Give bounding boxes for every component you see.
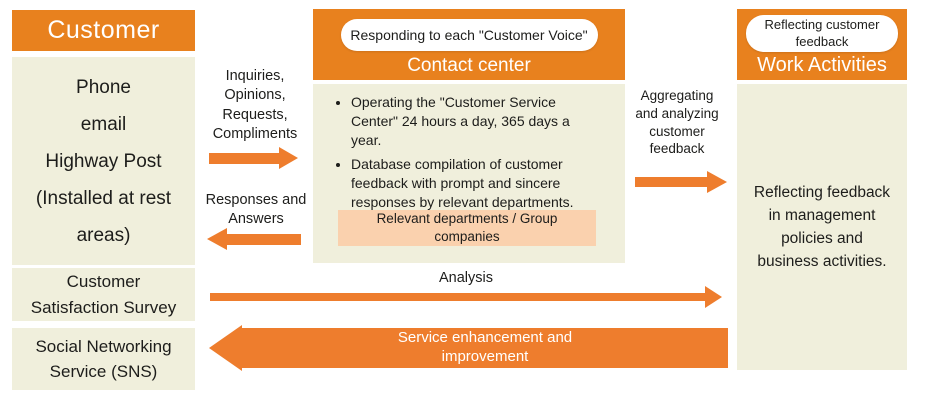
customer-voice-pill: Responding to each "Customer Voice" [340, 19, 598, 51]
aggregating-label: Aggregating and analyzing customer feedb… [635, 88, 719, 157]
channel-phone: Phone [76, 76, 131, 98]
arrow-shaft [635, 177, 707, 187]
arrow-head [207, 228, 227, 250]
customer-satisfaction-survey-box: Customer Satisfaction Survey [12, 268, 195, 321]
relevant-departments-box: Relevant departments / Group companies [338, 210, 596, 246]
arrow-shaft: Service enhancement and improvement [242, 328, 728, 368]
work-activities-text: Reflecting feedback in management polici… [753, 183, 891, 271]
responses-arrow-left-icon [207, 228, 301, 250]
channel-highway-post-note: (Installed at rest areas) [35, 187, 172, 246]
arrow-head [707, 171, 727, 193]
work-activities-body: Reflecting feedback in management polici… [737, 84, 907, 370]
contact-center-body: Operating the "Customer Service Center" … [313, 84, 625, 263]
customer-channels-box: Phone email Highway Post (Installed at r… [12, 57, 195, 265]
arrow-head [705, 286, 722, 308]
channel-highway-post: Highway Post [45, 150, 162, 172]
contact-center-title: Contact center [407, 55, 531, 76]
contact-center-header: Responding to each "Customer Voice" Cont… [313, 9, 625, 80]
service-enhancement-arrow-left-icon: Service enhancement and improvement [209, 325, 728, 371]
work-activities-title: Work Activities [757, 54, 887, 77]
arrow-shaft [209, 153, 279, 164]
aggregating-arrow-right-icon [635, 171, 727, 193]
customer-header: Customer [12, 10, 195, 51]
analysis-label: Analysis [439, 270, 493, 286]
inquiries-label: Inquiries, Opinions, Requests, Complimen… [212, 68, 298, 142]
work-activities-header: Reflecting customer feedback Work Activi… [737, 9, 907, 80]
bullet-database: Database compilation of customer feedbac… [351, 155, 593, 212]
contact-center-bullet-list: Operating the "Customer Service Center" … [335, 93, 599, 212]
service-enhancement-label: Service enhancement and improvement [397, 329, 573, 365]
arrow-head [209, 325, 242, 371]
responses-label: Responses and Answers [205, 192, 307, 228]
inquiries-arrow-right-icon [209, 147, 298, 170]
bullet-operating: Operating the "Customer Service Center" … [351, 93, 593, 150]
sns-box: Social Networking Service (SNS) [12, 328, 195, 390]
arrow-shaft [227, 233, 301, 245]
arrow-shaft [210, 293, 705, 301]
arrow-head [279, 147, 298, 169]
analysis-arrow-right-icon [210, 286, 722, 308]
channel-email: email [80, 113, 127, 135]
reflecting-feedback-pill: Reflecting customer feedback [746, 14, 898, 53]
